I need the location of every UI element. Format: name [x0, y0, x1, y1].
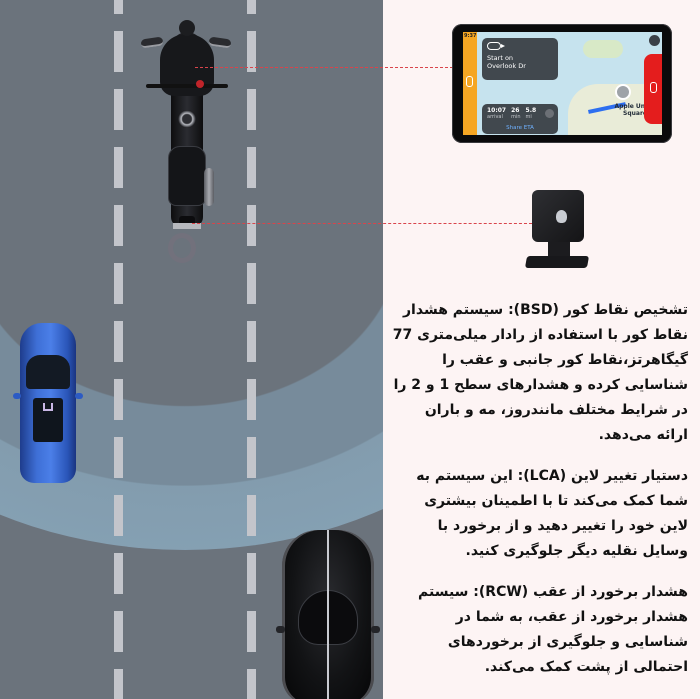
blue-car: [12, 323, 84, 483]
car-center-stripe: [327, 530, 329, 699]
navigation-card[interactable]: Start on Overlook Dr: [482, 38, 558, 80]
sensor-mount-stem: [548, 242, 570, 258]
car-mirror-left: [276, 626, 285, 633]
car-sunroof: [33, 398, 63, 442]
nav-instruction-line1: Start on: [487, 54, 514, 62]
lane-marking-left: [114, 0, 123, 699]
radar-origin-ring: [168, 233, 196, 263]
apple-pin-icon[interactable]: [615, 84, 631, 100]
eta-duration: 26 min: [511, 107, 521, 120]
blind-spot-left-indicator: 9:37: [463, 32, 477, 135]
dash-display: Apple Union Square 9:37 Start on Overloo…: [452, 24, 672, 143]
car-mirror-right: [75, 393, 83, 399]
eta-card[interactable]: 10:07 arrival 26 min 5.8 mi Share ETA: [482, 104, 558, 134]
lane-marking-right: [247, 0, 256, 699]
map-park: [583, 40, 623, 58]
sensor-mount-base: [524, 256, 590, 268]
motorcycle: [138, 18, 234, 233]
feature-rcw: هشدار برخورد از عقب (RCW): سیستم هشدار ب…: [418, 584, 688, 675]
vehicle-alert-icon: [466, 76, 473, 87]
status-time: 9:37: [464, 33, 477, 39]
exhaust: [204, 168, 214, 206]
share-eta-button[interactable]: Share ETA: [506, 125, 534, 131]
headlight: [179, 20, 195, 36]
mirror-right: [208, 36, 232, 49]
black-car: [276, 530, 380, 699]
eta-arrival: 10:07 arrival: [487, 107, 507, 120]
car-mirror-right: [371, 626, 380, 633]
callout-line-sensor: [192, 223, 532, 224]
car-windshield: [26, 355, 70, 389]
display-screen: Apple Union Square 9:37 Start on Overloo…: [463, 32, 662, 135]
nav-instruction-line2: Overlook Dr: [487, 62, 526, 70]
handlebar: [146, 84, 228, 88]
map-label: Apple Union Square: [614, 103, 656, 117]
chevron-up-icon[interactable]: [545, 109, 554, 118]
road-scene: [0, 0, 383, 699]
callout-line-display: [195, 67, 453, 68]
skull-logo-icon: [556, 210, 567, 223]
mirror-left: [140, 36, 164, 49]
seat: [168, 146, 206, 206]
radar-sensor: [524, 190, 590, 272]
license-plate: [173, 223, 201, 229]
car-logo-icon: [43, 403, 53, 411]
car-mirror-left: [13, 393, 21, 399]
eta-distance: 5.8 mi: [525, 107, 537, 120]
display-mount-point: [196, 80, 204, 88]
feature-descriptions: تشخیص نقاط کور (BSD): سیستم هشدار نقاط ک…: [392, 298, 688, 696]
feature-lca: دستیار تغییر لاین (LCA): این سیستم به شم…: [416, 468, 688, 559]
turn-arrow-icon: [487, 42, 505, 50]
feature-bsd: تشخیص نقاط کور (BSD): سیستم هشدار نقاط ک…: [392, 302, 688, 443]
blind-spot-right-indicator: [644, 54, 662, 124]
fuel-cap: [178, 110, 196, 128]
compass-icon[interactable]: [649, 35, 660, 46]
vehicle-alert-icon: [650, 82, 657, 93]
